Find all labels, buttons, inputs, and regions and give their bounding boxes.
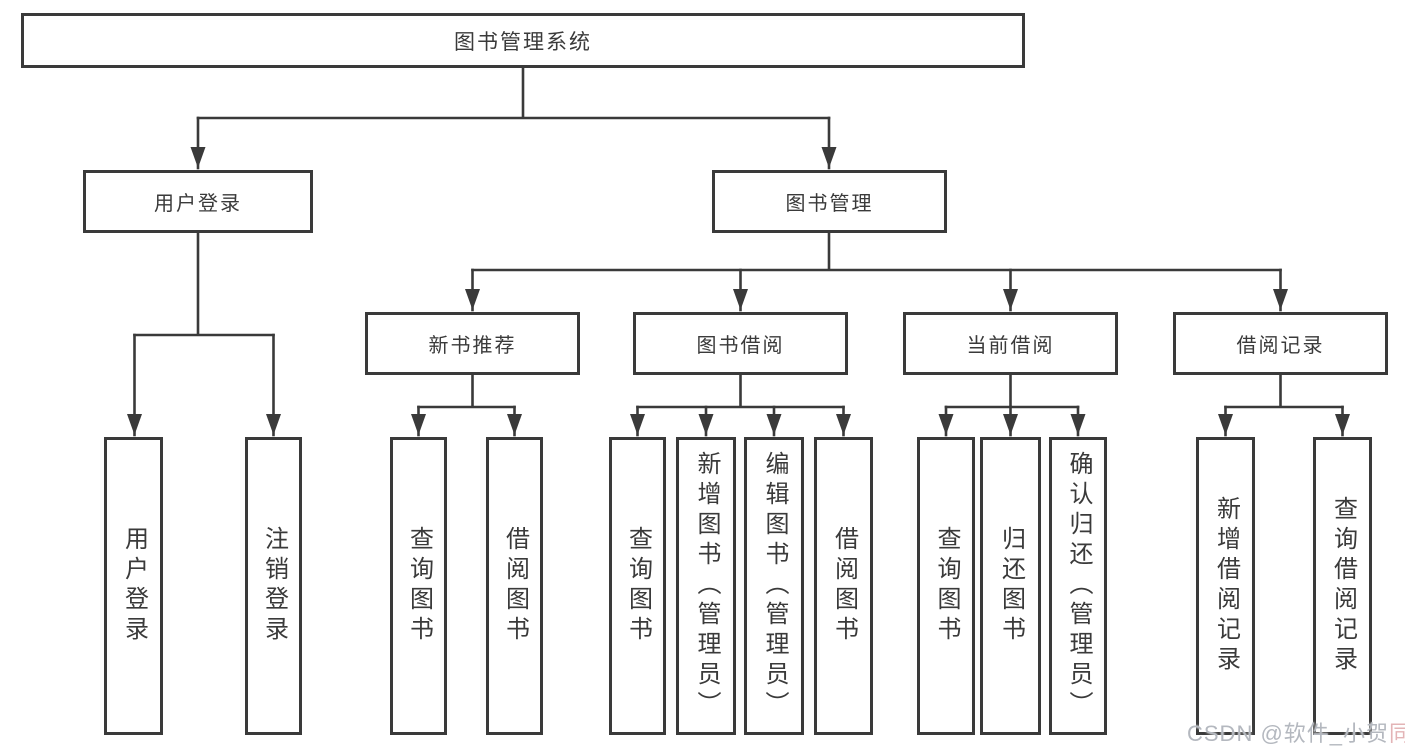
node-label: 图书借阅 bbox=[696, 335, 785, 357]
node-new-book-recommend: 新书推荐 bbox=[365, 312, 580, 375]
leaf-query-books-recommend: 查询图书 bbox=[390, 437, 447, 735]
node-label: 新书推荐 bbox=[428, 335, 517, 357]
watermark: CSDN @软件_小贺同学 bbox=[1187, 716, 1405, 747]
leaf-label: 归还图书 bbox=[997, 526, 1025, 646]
connector-borrow-records-split bbox=[1224, 373, 1344, 409]
leaf-query-borrow-record: 查询借阅记录 bbox=[1313, 437, 1372, 735]
leaf-label: 借阅图书 bbox=[830, 526, 858, 646]
node-book-borrow: 图书借阅 bbox=[633, 312, 848, 375]
node-book-management: 图书管理 bbox=[712, 170, 947, 233]
node-label: 图书管理系统 bbox=[454, 30, 592, 54]
leaf-edit-book-admin: 编辑图书（管理员） bbox=[744, 437, 804, 735]
leaf-user-login: 用户登录 bbox=[104, 437, 163, 735]
leaf-confirm-return-admin: 确认归还（管理员） bbox=[1049, 437, 1107, 735]
node-label: 当前借阅 bbox=[966, 335, 1055, 357]
node-user-login: 用户登录 bbox=[83, 170, 313, 233]
leaf-label: 确认归还（管理员） bbox=[1065, 451, 1092, 721]
leaf-label: 借阅图书 bbox=[501, 526, 529, 646]
leaf-logout: 注销登录 bbox=[245, 437, 302, 735]
node-label: 图书管理 bbox=[785, 193, 874, 215]
watermark-text-tail: 同学 bbox=[1389, 721, 1405, 746]
connector-user-login-split bbox=[133, 231, 275, 337]
connector-book-borrow-split bbox=[636, 373, 845, 409]
leaf-label: 查询图书 bbox=[933, 526, 960, 646]
leaf-label: 查询图书 bbox=[624, 526, 652, 646]
node-label: 借阅记录 bbox=[1236, 335, 1325, 357]
node-label: 用户登录 bbox=[154, 193, 242, 215]
leaf-query-books-borrow: 查询图书 bbox=[609, 437, 666, 735]
leaf-label: 用户登录 bbox=[120, 526, 148, 646]
leaf-label: 查询借阅记录 bbox=[1329, 496, 1357, 676]
leaf-label: 新增借阅记录 bbox=[1212, 496, 1240, 676]
leaf-borrow-books-borrow: 借阅图书 bbox=[814, 437, 873, 735]
node-current-borrow: 当前借阅 bbox=[903, 312, 1118, 375]
leaf-add-book-admin: 新增图书（管理员） bbox=[676, 437, 736, 735]
leaf-borrow-books-recommend: 借阅图书 bbox=[486, 437, 543, 735]
watermark-text: CSDN @软件_小贺 bbox=[1187, 721, 1390, 746]
connector-root-split bbox=[196, 66, 831, 120]
leaf-label: 查询图书 bbox=[405, 526, 433, 646]
node-borrow-records: 借阅记录 bbox=[1173, 312, 1388, 375]
connector-new-book-split bbox=[417, 373, 516, 409]
leaf-label: 注销登录 bbox=[260, 526, 288, 646]
leaf-label: 编辑图书（管理员） bbox=[761, 451, 788, 721]
leaf-query-books-current: 查询图书 bbox=[917, 437, 975, 735]
leaf-return-book: 归还图书 bbox=[980, 437, 1041, 735]
node-library-management-system: 图书管理系统 bbox=[21, 13, 1025, 68]
leaf-label: 新增图书（管理员） bbox=[693, 451, 720, 721]
connector-current-borrow-split bbox=[944, 373, 1080, 409]
leaf-add-borrow-record: 新增借阅记录 bbox=[1196, 437, 1255, 735]
connector-book-management-split bbox=[471, 231, 1282, 272]
